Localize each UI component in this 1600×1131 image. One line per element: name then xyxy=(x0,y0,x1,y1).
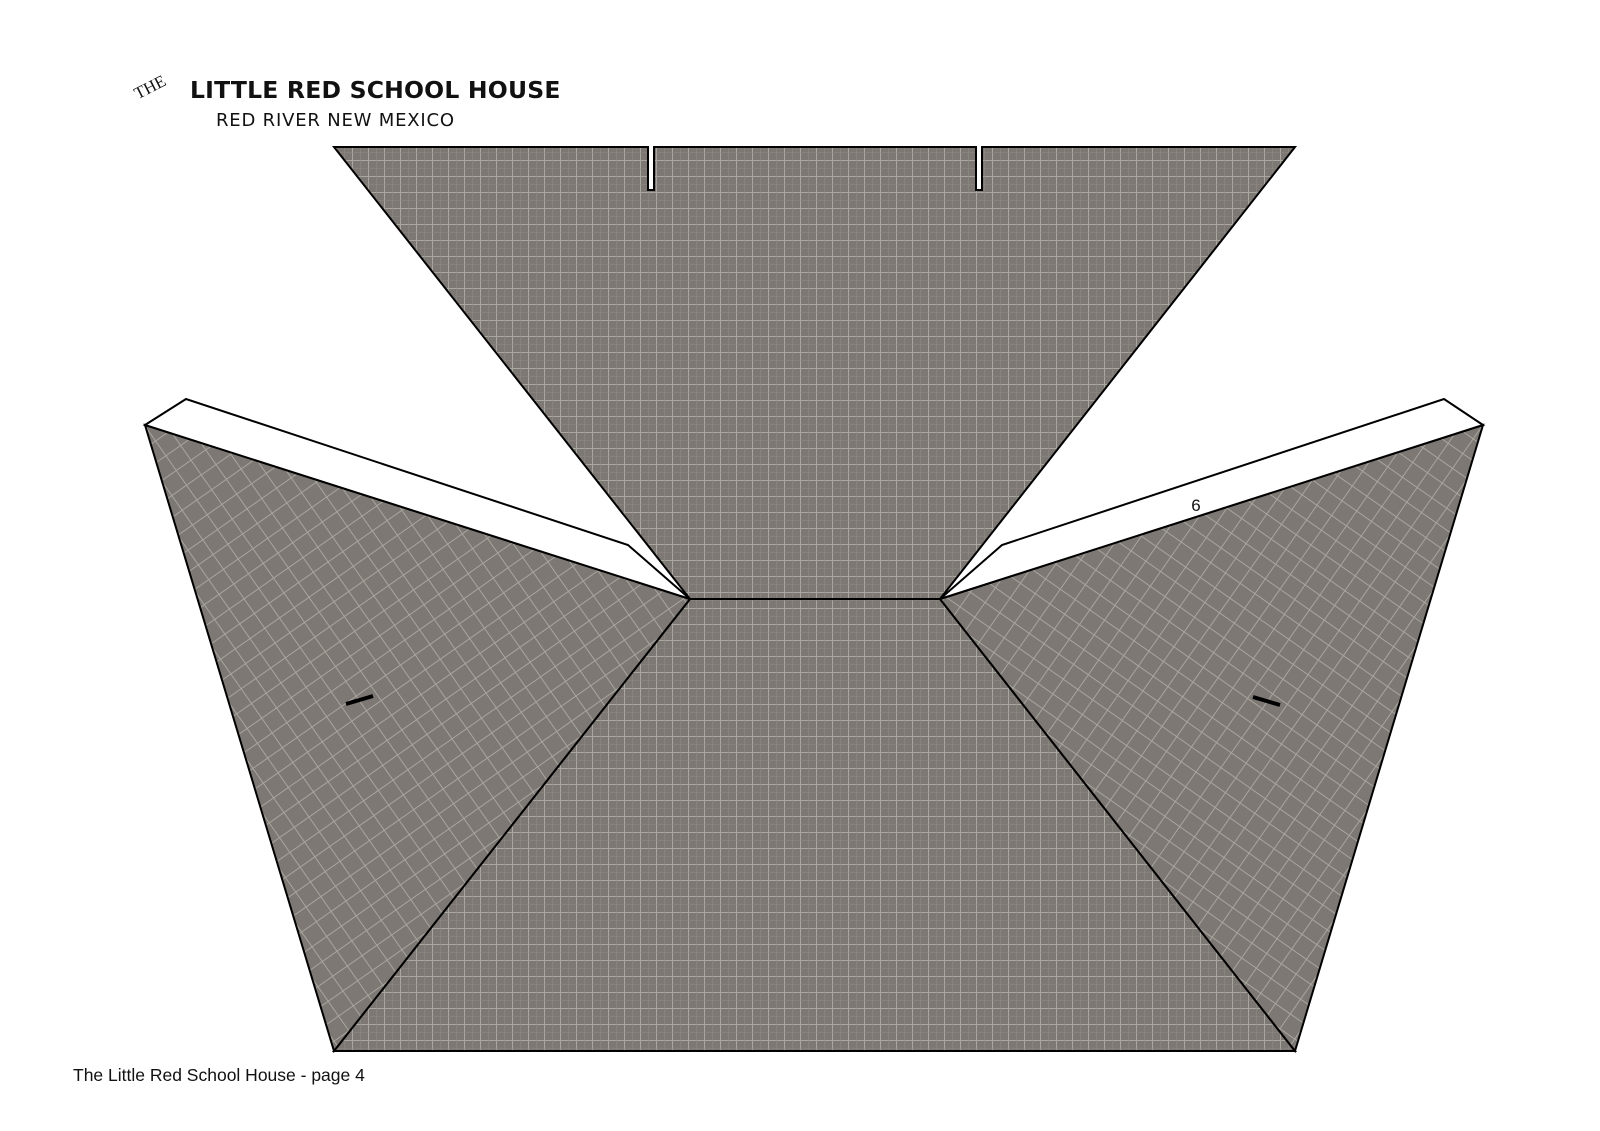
part-number-label: 6 xyxy=(1191,496,1200,515)
placement-mark-left xyxy=(345,694,374,706)
placement-mark-right xyxy=(1252,695,1281,707)
page-subtitle: RED RIVER NEW MEXICO xyxy=(216,110,455,131)
glue-tab-left xyxy=(142,397,691,600)
page-footer-caption: The Little Red School House - page 4 xyxy=(73,1065,365,1085)
page-title: LITTLE RED SCHOOL HOUSE xyxy=(190,76,561,104)
glue-tab-right xyxy=(939,397,1486,600)
